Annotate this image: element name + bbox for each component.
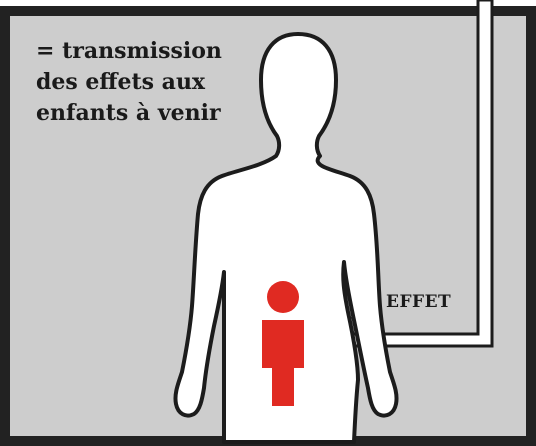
- caption-line: enfants à venir: [36, 98, 246, 129]
- arrow-label: EFFET: [386, 292, 451, 312]
- caption: = transmission des effets aux enfants à …: [36, 36, 246, 129]
- caption-line: = transmission: [36, 36, 246, 67]
- child-head: [267, 281, 299, 313]
- caption-line: des effets aux: [36, 67, 246, 98]
